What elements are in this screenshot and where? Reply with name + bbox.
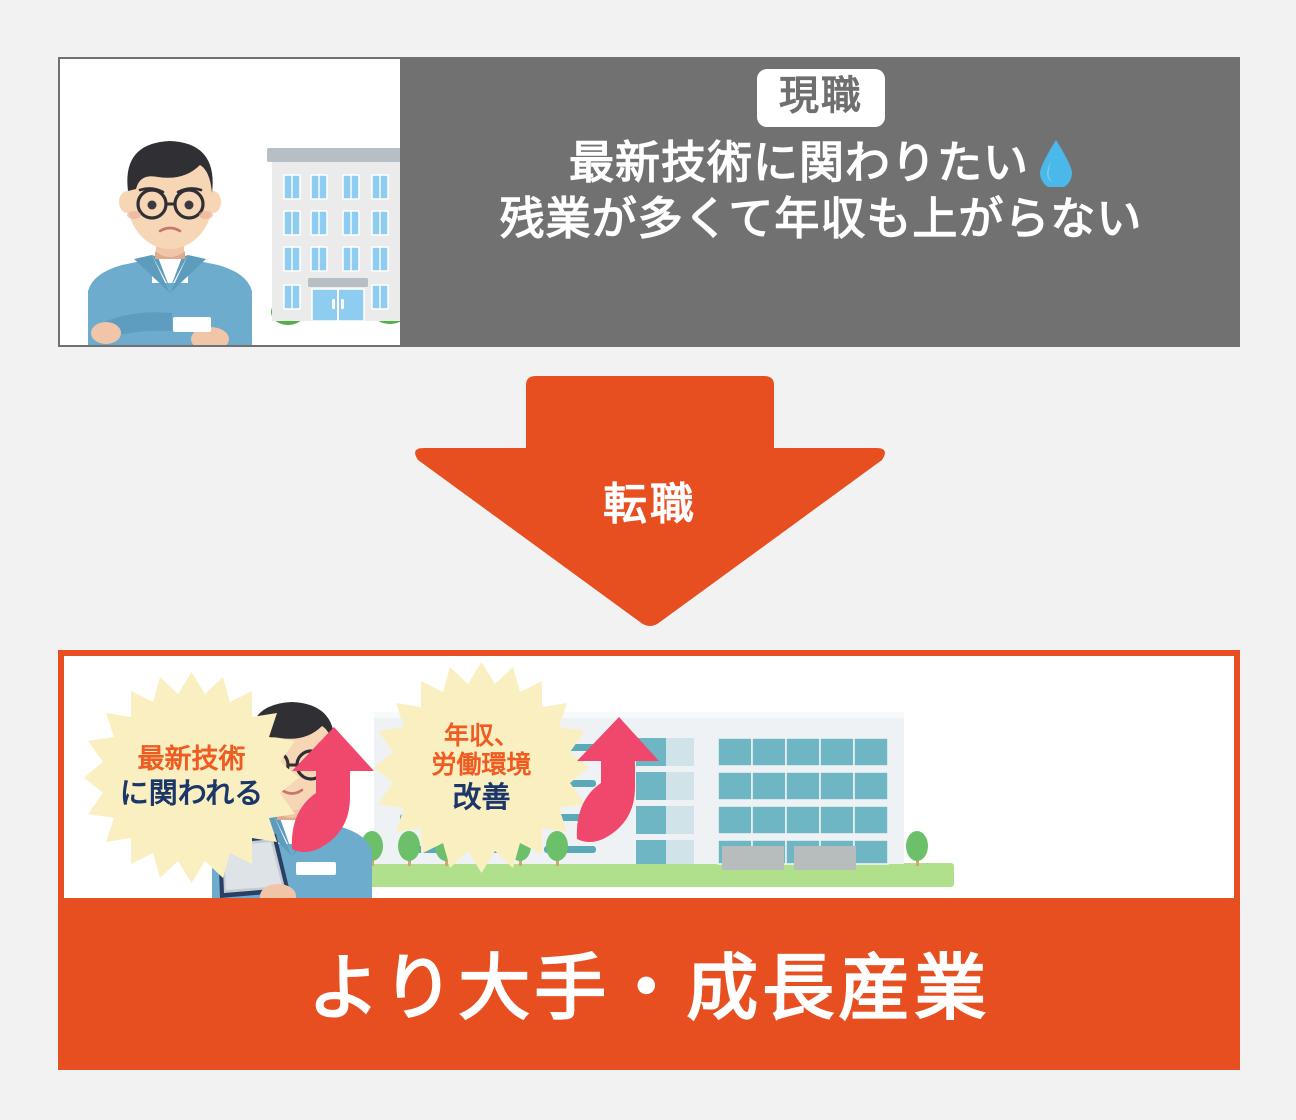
current-job-panel: 現職 最新技術に関わりたい 残業が多くて年収も上がらない: [58, 57, 1240, 347]
benefit-2-top: 年収、: [443, 720, 519, 750]
complaint-line-1-row: 最新技術に関わりたい: [569, 135, 1073, 191]
rising-arrow-icon-2: [576, 717, 659, 842]
benefit-1-bottom: に関われる: [119, 776, 264, 811]
transition-arrow: 転職: [410, 372, 890, 632]
rising-arrow-icon-1: [291, 727, 374, 852]
happy-worker-modern-office-illustration: 最新技術 に関われる 年収、 労働環境 改善: [64, 656, 1234, 898]
complaint-line-2: 残業が多くて年収も上がらない: [499, 192, 1143, 246]
current-job-copy: 現職 最新技術に関わりたい 残業が多くて年収も上がらない: [402, 57, 1240, 347]
new-job-banner-text: より大手・成長産業: [307, 945, 991, 1030]
benefit-2-bottom: 改善: [452, 779, 511, 814]
new-job-banner: より大手・成長産業: [64, 898, 1234, 1064]
worried-worker-old-office-illustration: [58, 57, 402, 347]
complaint-line-1: 最新技術に関わりたい: [568, 136, 1029, 189]
starburst-icon: [374, 662, 589, 873]
new-job-frame: 最新技術 に関われる 年収、 労働環境 改善: [58, 650, 1240, 1070]
down-arrow-icon: [415, 376, 885, 626]
benefit-2-top-2: 労働環境: [431, 750, 532, 780]
old-office-scene-svg: [60, 59, 400, 345]
sweat-drop-icon: [1039, 139, 1073, 190]
benefit-badge-2: 年収、 労働環境 改善: [374, 660, 589, 875]
benefit-1-top: 最新技術: [137, 744, 246, 776]
starburst-icon: [84, 672, 299, 883]
benefit-badge-1: 最新技術 に関われる: [84, 670, 299, 885]
status-badge: 現職: [757, 69, 885, 127]
